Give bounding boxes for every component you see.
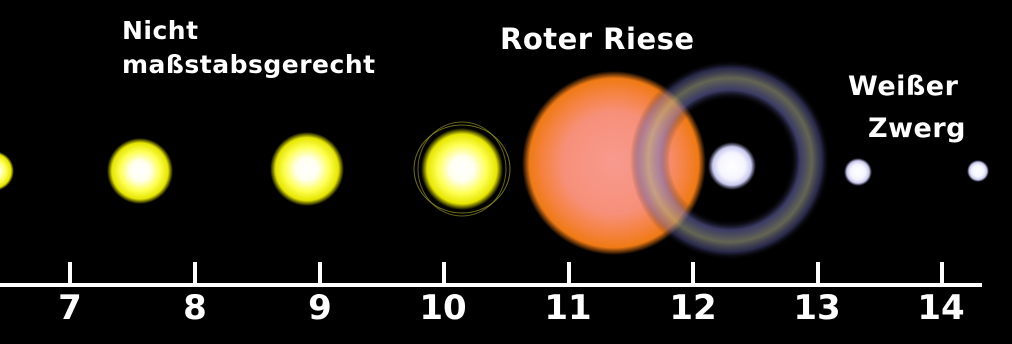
not-to-scale-label-line1: Nicht [122, 16, 199, 45]
axis-tick-label-7: 7 [58, 288, 82, 328]
axis-tick [318, 262, 322, 286]
axis-tick [193, 262, 197, 286]
axis-tick [940, 262, 944, 286]
time-axis [0, 283, 982, 287]
axis-tick [442, 262, 446, 286]
sun-stage-7 [107, 138, 173, 204]
axis-tick-label-10: 10 [419, 288, 467, 328]
sun-stage-10 [413, 121, 511, 217]
white-dwarf-13 [844, 158, 872, 186]
planetary-nebula [630, 60, 830, 260]
red-giant-label: Roter Riese [500, 22, 695, 56]
axis-tick [691, 262, 695, 286]
axis-tick-label-13: 13 [793, 288, 841, 328]
white-dwarf-14 [967, 160, 989, 182]
white-dwarf-label-line1: Weißer [848, 71, 959, 102]
white-dwarf-label-line2: Zwerg [868, 113, 966, 144]
axis-tick [816, 262, 820, 286]
axis-tick-label-14: 14 [917, 288, 965, 328]
axis-tick [567, 262, 571, 286]
axis-tick-label-9: 9 [308, 288, 332, 328]
axis-tick-label-12: 12 [669, 288, 717, 328]
axis-tick-label-11: 11 [544, 288, 592, 328]
sun-stage-6 [0, 151, 14, 191]
not-to-scale-label-line2: maßstabsgerecht [122, 50, 376, 79]
sun-stage-8 [270, 132, 344, 206]
axis-tick-label-8: 8 [183, 288, 207, 328]
axis-tick [68, 262, 72, 286]
